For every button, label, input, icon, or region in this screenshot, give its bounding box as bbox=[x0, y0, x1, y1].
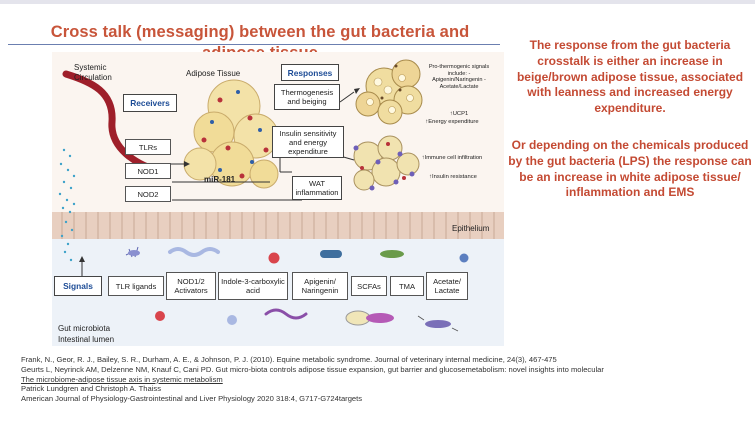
title-underline bbox=[8, 44, 500, 45]
signal-acetate-lactate: Acetate/ Lactate bbox=[426, 272, 468, 300]
epithelium-label: Epithelium bbox=[452, 224, 490, 233]
adipose-cluster bbox=[183, 79, 279, 189]
receivers-header: Receivers bbox=[123, 94, 177, 112]
insulin-resistance-label: ↑Insulin resistance bbox=[429, 174, 477, 180]
reference-journal: American Journal of Physiology-Gastroint… bbox=[21, 394, 363, 404]
epithelium-cells bbox=[61, 212, 495, 239]
beige-adipose bbox=[355, 59, 423, 125]
signals-header: Signals bbox=[54, 276, 102, 296]
reference-authors: Patrick Lundgren and Christoph A. Thaiss bbox=[21, 384, 162, 394]
signal-nod-activators: NOD1/2 Activators bbox=[166, 272, 216, 300]
immune-infiltration-label: ↑Immune cell infiltration bbox=[421, 155, 483, 161]
signal-tma: TMA bbox=[390, 276, 424, 296]
signal-apigenin: Apigenin/ Naringenin bbox=[292, 272, 348, 300]
receiver-nod2: NOD2 bbox=[125, 186, 171, 202]
slide-top-bar bbox=[0, 0, 755, 4]
inflamed-wat bbox=[353, 135, 420, 191]
figure-drawing bbox=[52, 52, 504, 346]
circulation-dots bbox=[58, 148, 76, 262]
pro-thermogenic-note: Pro-thermogenic signals include: - Apige… bbox=[428, 64, 490, 90]
signal-scfas: SCFAs bbox=[351, 276, 387, 296]
adipose-tissue-label: Adipose Tissue bbox=[186, 69, 241, 78]
reference-link-microbiome[interactable]: The microbiome-adipose tissue axis in sy… bbox=[21, 374, 223, 384]
response-note-beige: The response from the gut bacteria cross… bbox=[516, 38, 744, 116]
systemic-circulation-label: Systemic Circulation bbox=[74, 63, 112, 82]
gut-microbiota-label: Gut microbiota bbox=[58, 324, 111, 333]
blood-vessel bbox=[62, 70, 160, 174]
reference-frank: Frank, N., Geor, R. J., Bailey, S. R., D… bbox=[21, 355, 557, 364]
figure-microbiome-adipose: Systemic Circulation Adipose Tissue Rece… bbox=[52, 52, 504, 346]
signal-tlr-ligands: TLR ligands bbox=[108, 276, 164, 296]
response-note-white: Or depending on the chemicals produced b… bbox=[508, 138, 752, 200]
responses-header: Responses bbox=[281, 64, 339, 81]
response-wat-inflammation: WAT inflammation bbox=[292, 176, 342, 200]
response-insulin-sensitivity: Insulin sensitivity and energy expenditu… bbox=[272, 126, 344, 158]
receiver-tlrs: TLRs bbox=[125, 139, 171, 155]
intestinal-lumen-label: Intestinal lumen bbox=[58, 335, 115, 344]
signal-indole: Indole-3-carboxylic acid bbox=[218, 272, 288, 300]
mir-181-label: miR-181 bbox=[204, 175, 236, 184]
response-thermogenesis: Thermogenesis and beiging bbox=[274, 84, 340, 110]
ucp1-label: ↑UCP1 bbox=[449, 111, 469, 117]
energy-expenditure-label: ↑Energy expenditure bbox=[425, 119, 479, 125]
receiver-nod1: NOD1 bbox=[125, 163, 171, 179]
reference-geurts: Geurts L, Neyrinck AM, Delzenne NM, Knau… bbox=[21, 364, 604, 374]
lumen-microbes bbox=[125, 246, 469, 332]
references: Frank, N., Geor, R. J., Bailey, S. R., D… bbox=[21, 355, 751, 404]
